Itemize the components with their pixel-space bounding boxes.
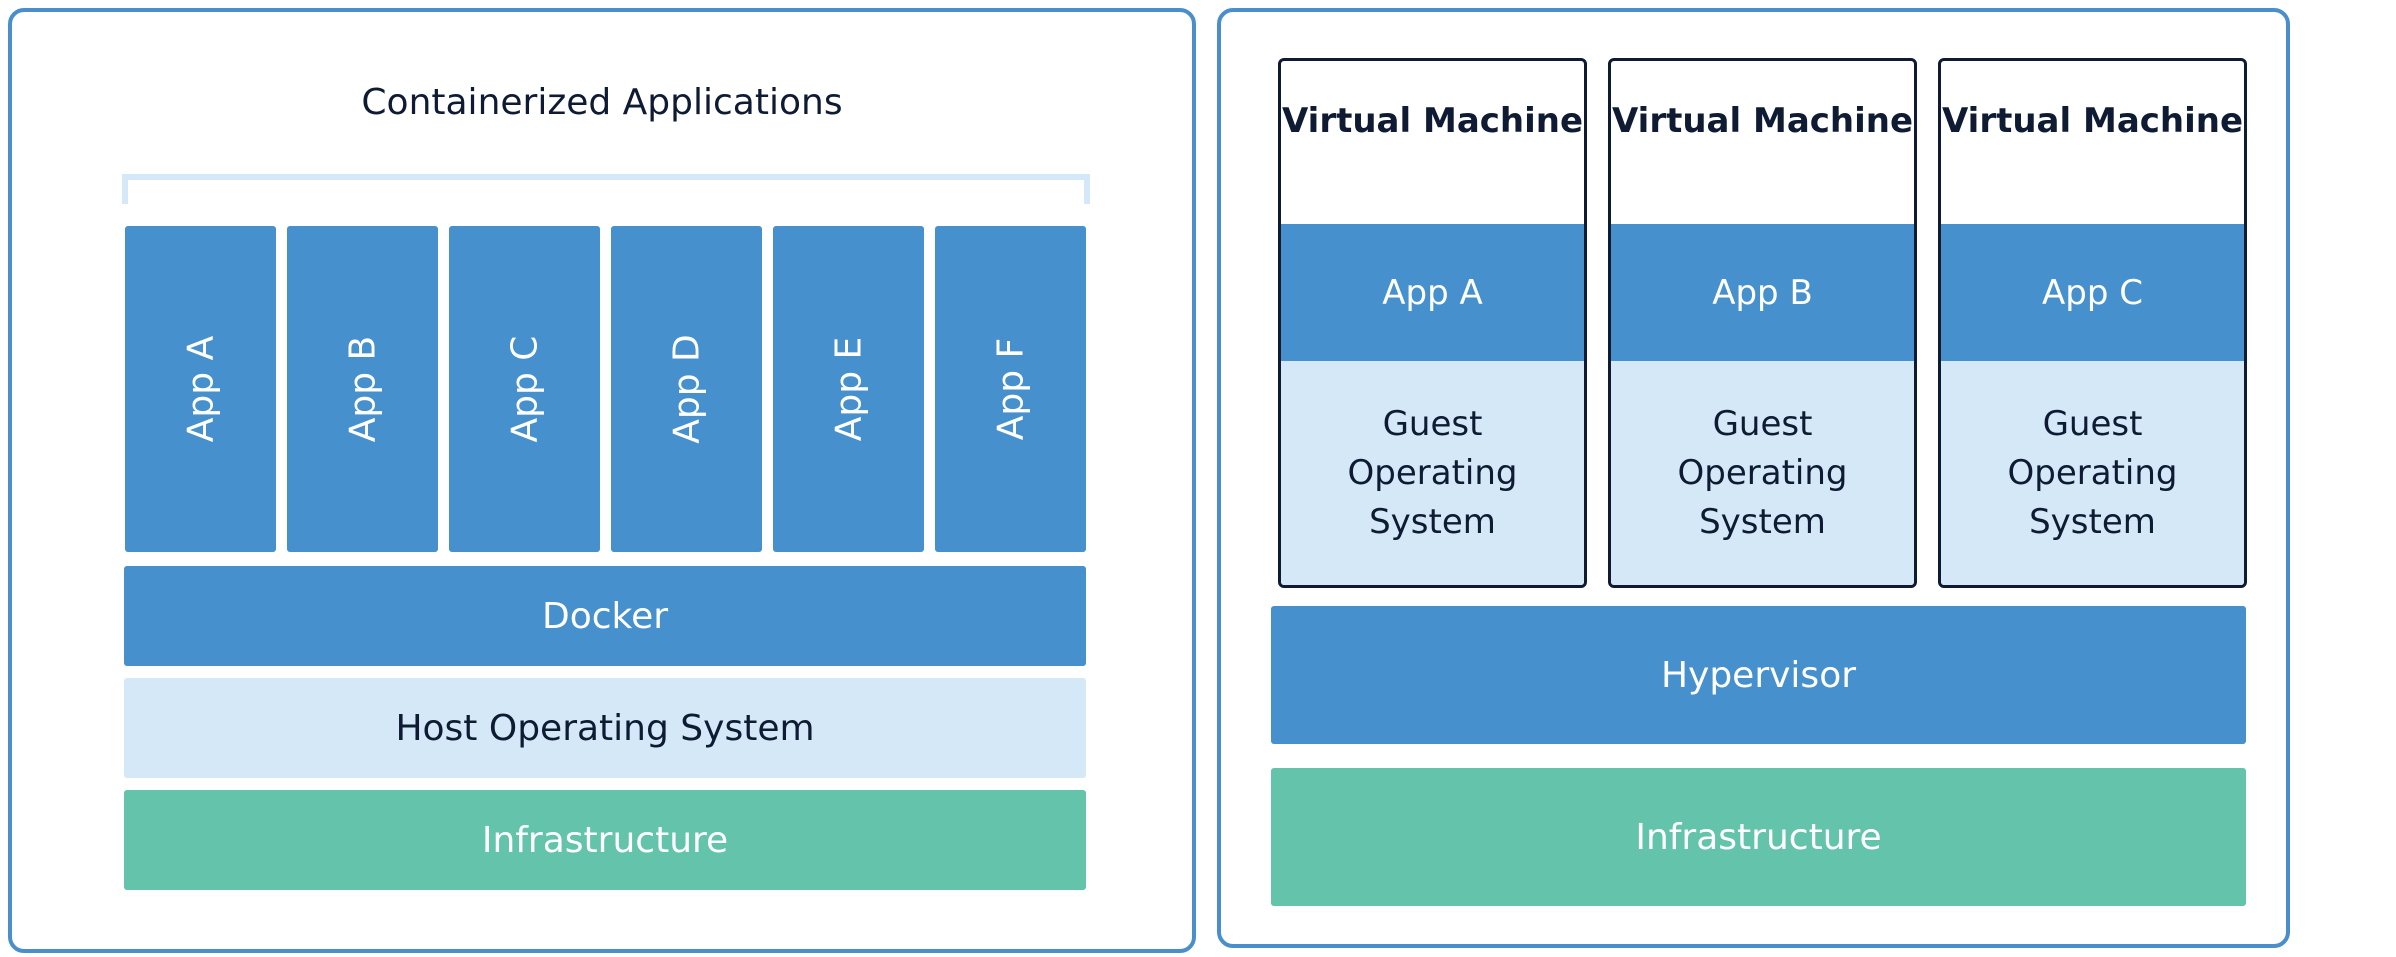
guest-os: Guest Operating System [1281, 361, 1584, 585]
guest-os-line: Operating [1347, 452, 1518, 493]
guest-os-line: Operating [1677, 452, 1848, 493]
virtual-machines-panel: Virtual Machine App A Guest Operating Sy… [1217, 8, 2290, 948]
vm-title: Virtual Machine [1941, 101, 2244, 141]
container-app-b: App B [287, 226, 438, 552]
host-os-layer: Host Operating System [124, 678, 1086, 778]
virtual-machine-c: Virtual Machine App C Guest Operating Sy… [1938, 58, 2247, 588]
hypervisor-layer: Hypervisor [1271, 606, 2246, 744]
container-app-d: App D [611, 226, 762, 552]
container-app-label: App F [990, 337, 1031, 441]
container-app-c: App C [449, 226, 600, 552]
guest-os-line: System [2029, 501, 2156, 542]
container-app-a: App A [125, 226, 276, 552]
guest-os-line: Guest [2042, 403, 2143, 444]
guest-os: Guest Operating System [1941, 361, 2244, 585]
vm-app: App B [1611, 224, 1914, 361]
container-app-label: App A [180, 335, 221, 443]
guest-os-line: System [1699, 501, 1826, 542]
infrastructure-layer: Infrastructure [124, 790, 1086, 890]
container-app-label: App E [828, 336, 869, 442]
containers-title: Containerized Applications [361, 82, 843, 123]
container-app-e: App E [773, 226, 924, 552]
vm-title: Virtual Machine [1281, 101, 1584, 141]
apps-bracket [122, 174, 1090, 204]
container-app-label: App C [504, 335, 545, 443]
vm-title: Virtual Machine [1611, 101, 1914, 141]
guest-os-line: System [1369, 501, 1496, 542]
container-app-f: App F [935, 226, 1086, 552]
infrastructure-layer: Infrastructure [1271, 768, 2246, 906]
container-app-label: App D [666, 334, 707, 444]
virtual-machine-a: Virtual Machine App A Guest Operating Sy… [1278, 58, 1587, 588]
container-app-label: App B [342, 335, 383, 443]
virtual-machine-b: Virtual Machine App B Guest Operating Sy… [1608, 58, 1917, 588]
guest-os-line: Guest [1712, 403, 1813, 444]
guest-os: Guest Operating System [1611, 361, 1914, 585]
vm-app: App A [1281, 224, 1584, 361]
guest-os-line: Guest [1382, 403, 1483, 444]
containers-panel: Containerized Applications App A App B A… [8, 8, 1196, 953]
vm-app: App C [1941, 224, 2244, 361]
guest-os-line: Operating [2007, 452, 2178, 493]
docker-layer: Docker [124, 566, 1086, 666]
